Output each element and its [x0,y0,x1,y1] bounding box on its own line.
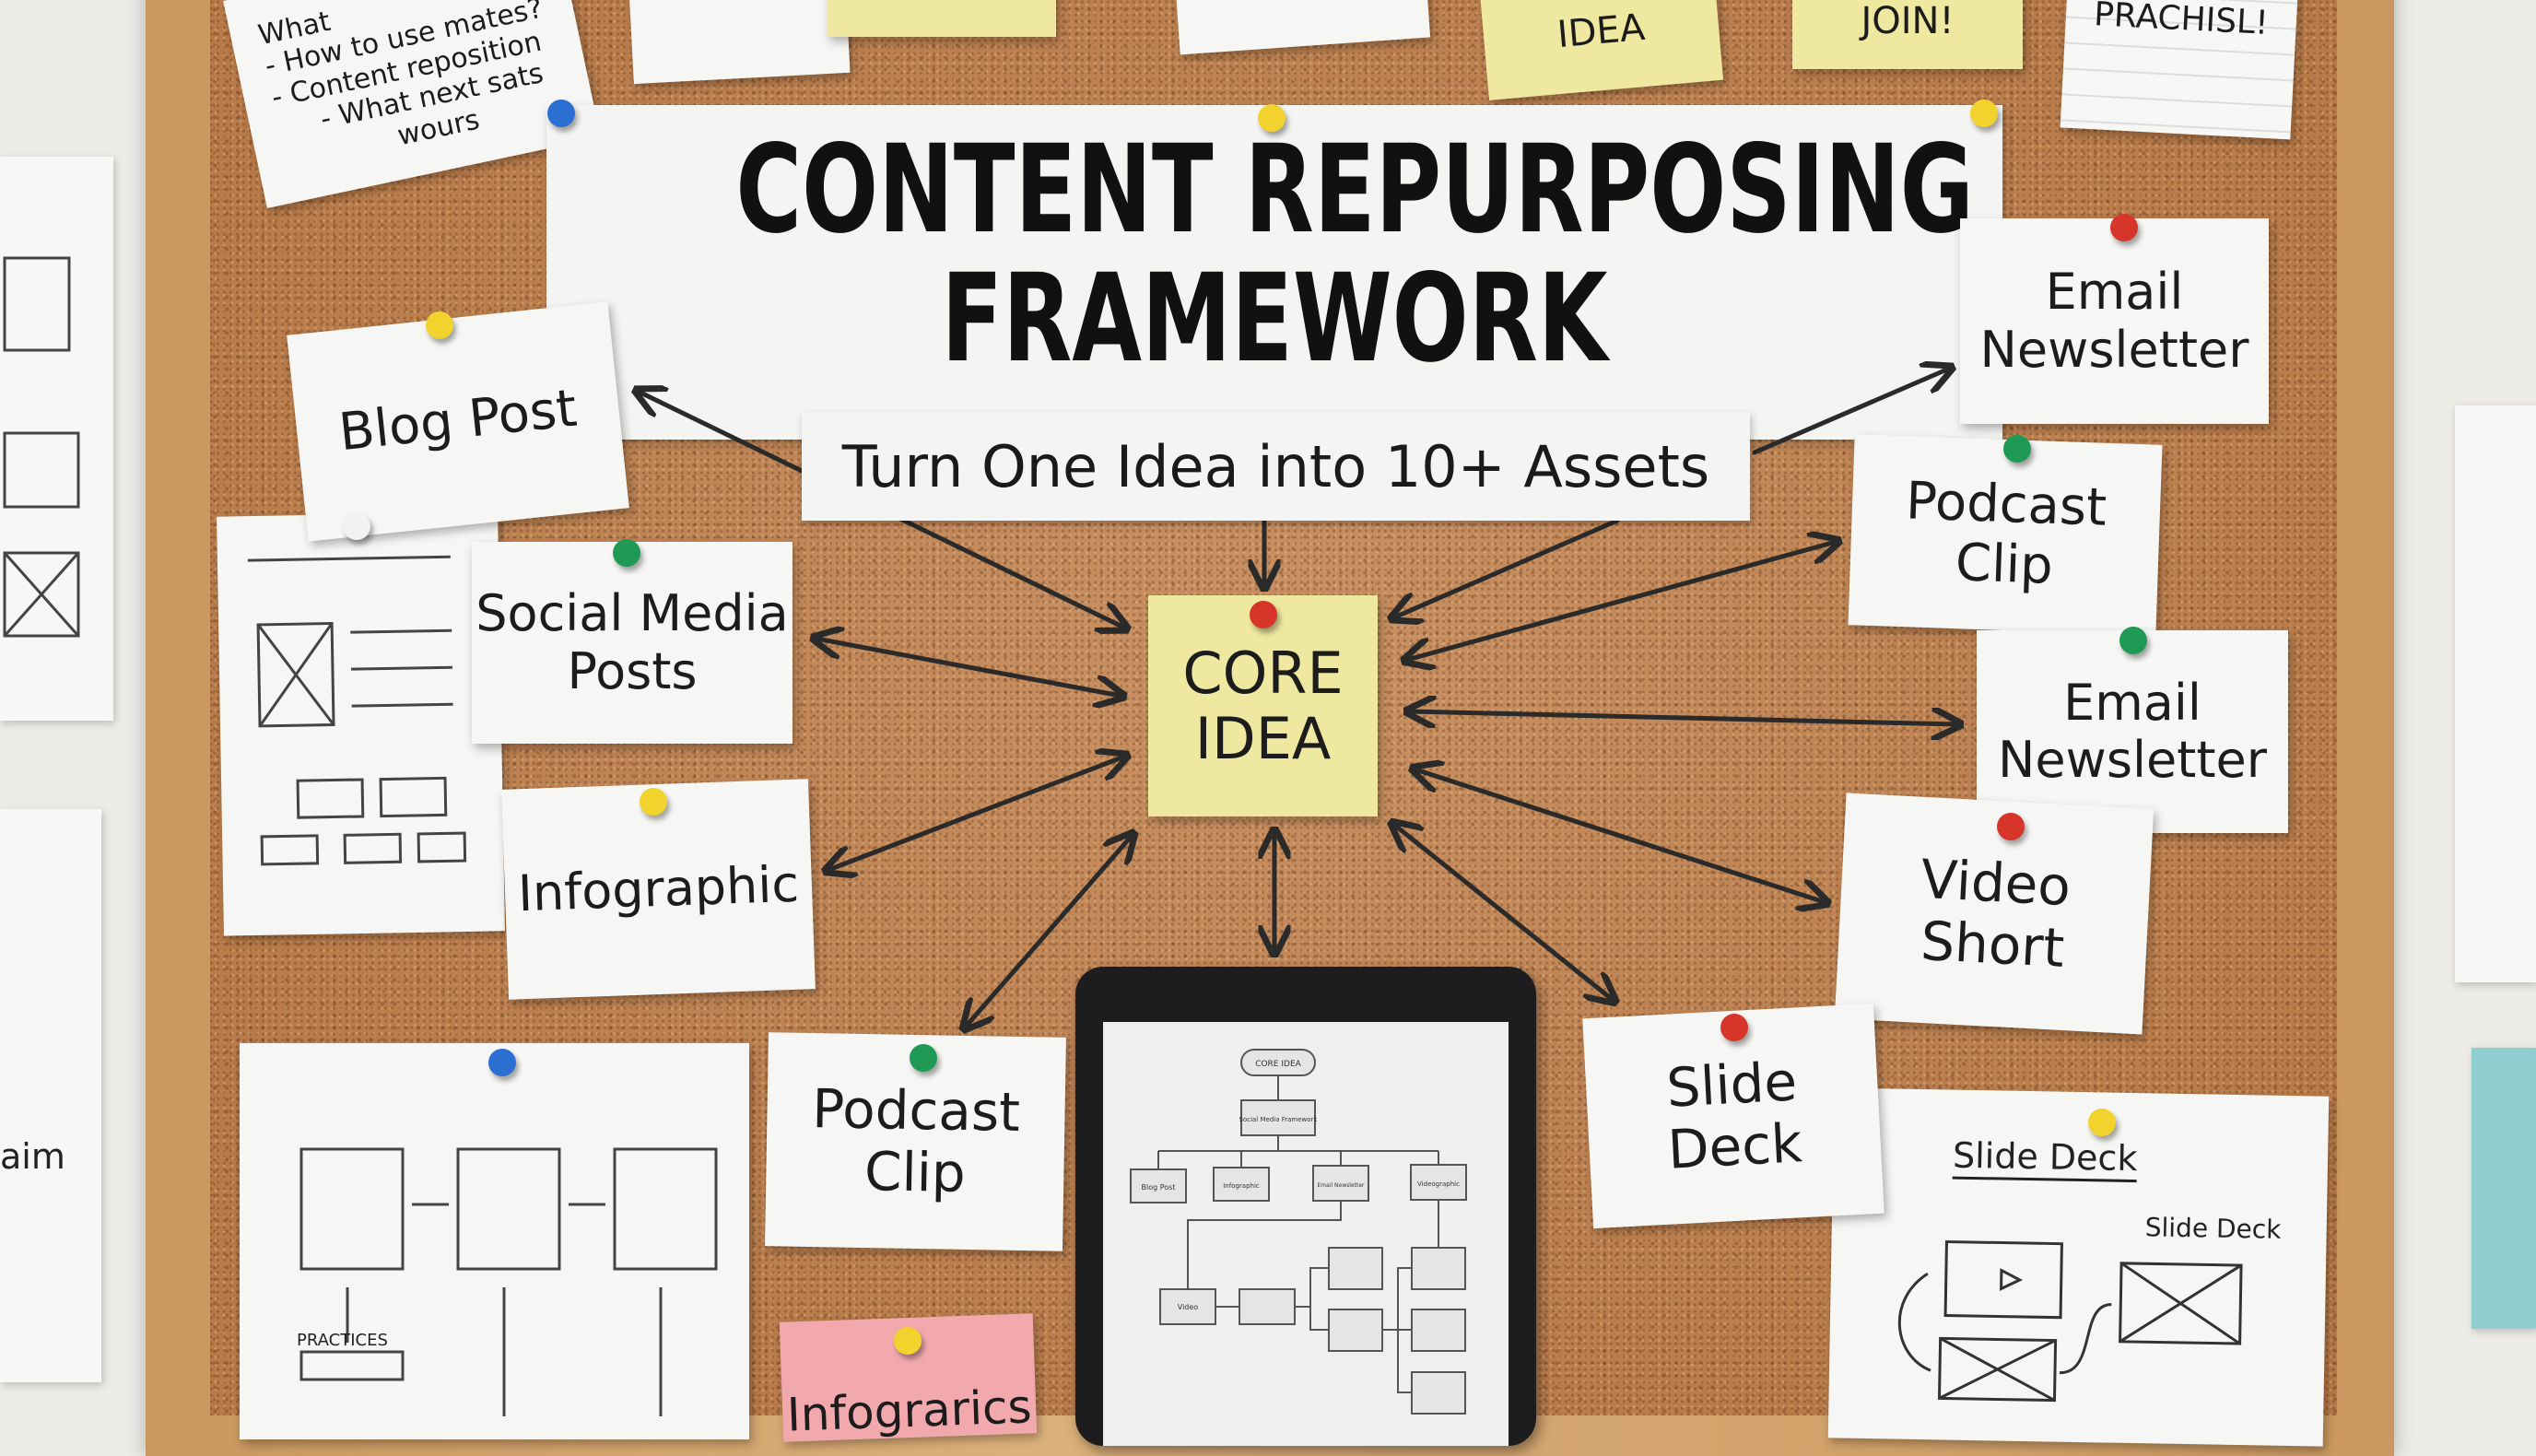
tablet-node-root: CORE IDEA [1255,1060,1301,1069]
note-email-top-line2: Newsletter [1979,320,2249,379]
note-podcast-lower-line1: Podcast [811,1077,1021,1145]
flow-sketch-sheet: PRACTICES [240,1043,749,1439]
arrow-podcast-right [1407,542,1836,660]
page-title-line2: FRAMEWORK [941,248,1608,390]
note-podcast-right-line1: Podcast [1905,471,2108,538]
wall-sheet-left-bottom: aim [0,809,101,1382]
tablet-node: Blog Post [1142,1183,1176,1192]
page-title-line1: CONTENT REPURPOSING [735,119,1974,261]
note-social-media-posts: Social Media Posts [472,542,792,744]
slide-deck-sketch-sheet: Slide Deck Slide Deck [1827,1087,2330,1447]
pushpin-yellow [2088,1109,2116,1136]
note-email-right-line1: Email [2063,673,2201,732]
practices-label: PRACTICES [297,1331,388,1350]
tablet-node: Videographic [1417,1180,1460,1188]
wall-sheet-right-teal [2471,1048,2536,1329]
pushpin-red [2110,214,2138,241]
core-idea-line2: IDEA [1194,705,1332,772]
core-idea-line1: CORE [1182,639,1344,707]
note-video-short: Video Short [1834,793,2154,1035]
note-join-text: JOIN! [1861,0,1955,42]
wireframe-sketch-icon [247,555,466,865]
tablet: CORE IDEA Social Media Framework Blog Po… [1075,967,1536,1446]
note-email-right-line2: Newsletter [1998,731,2267,789]
arrow-podcast-right-2 [1394,518,1620,617]
arrow-email-right [1410,711,1957,724]
arrow-podcast-lower [966,836,1132,1027]
pushpin-green [613,539,640,567]
note-email-top-line1: Email [2045,263,2184,322]
title-banner: CONTENT REPURPOSING FRAMEWORK [546,105,2002,440]
note-podcast-lower-line2: Clip [863,1140,967,1204]
tablet-flowchart: CORE IDEA Social Media Framework Blog Po… [1130,1049,1467,1415]
note-email-newsletter-right: Email Newsletter [1977,630,2288,833]
arrow-email-top [1752,369,1949,455]
note-email-newsletter-top: Email Newsletter [1960,218,2269,424]
pushpin-blue [547,100,575,127]
slide-sketch-icon [1897,1239,2243,1403]
pushpin-yellow [894,1327,922,1355]
pushpin-yellow [1258,104,1286,132]
pushpin-yellow [640,788,667,816]
pushpin-green [2003,435,2031,463]
pushpin-blue [488,1049,516,1076]
note-podcast-clip-right: Podcast Clip [1848,434,2163,636]
tablet-node: Email Newsletter [1318,1182,1366,1189]
pushpin-red [1997,813,2025,840]
note-blog-post: Blog Post [287,301,629,542]
note-podcast-right-line2: Clip [1954,532,2054,596]
pushpin-red [1720,1014,1748,1041]
flow-sketch-icon [299,1147,717,1416]
note-slide-line1: Slide [1664,1050,1799,1121]
wireframe-sheet [217,511,505,936]
wall-sheet-word: aim [0,1136,65,1177]
core-idea-note: CORE IDEA [1148,595,1378,816]
note-top-yellow-1 [828,0,1056,37]
tablet-node: Infographic [1223,1182,1260,1190]
arrow-social-media [816,639,1121,696]
pushpin-white [343,512,370,540]
pushpin-green [2119,627,2147,654]
wireframe-sketch-icon [3,256,80,638]
pushpin-red [1250,601,1277,628]
pushpin-yellow [1970,100,1998,127]
connector-arrows [0,0,2536,1415]
note-social-line1: Social Media [476,584,789,643]
note-video-line1: Video [1919,847,2072,919]
note-social-line2: Posts [567,641,698,700]
note-join: JOIN! [1792,0,2023,69]
tablet-screen: CORE IDEA Social Media Framework Blog Po… [1103,1022,1509,1446]
tablet-node-level1: Social Media Framework [1239,1116,1319,1123]
pushpin-green [910,1044,937,1072]
arrow-infographic [828,757,1124,870]
pushpin-yellow [426,311,453,339]
note-video-line2: Short [1919,909,2066,980]
wall-sheet-left-top [0,157,113,721]
note-blog-post-text: Blog Post [335,378,580,464]
note-infographic-text: Infographic [516,854,800,923]
note-slide-line2: Deck [1666,1111,1804,1181]
tablet-node: Video [1178,1303,1199,1311]
wall-sheet-right [2455,405,2536,982]
subtitle: Turn One Idea into 10+ Assets [802,412,1750,521]
arrow-video-short [1415,769,1825,902]
